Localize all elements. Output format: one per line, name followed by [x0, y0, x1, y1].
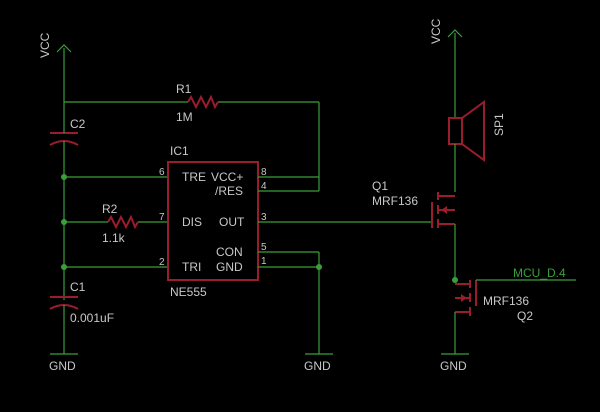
pin-number-5: 5 — [261, 242, 267, 253]
pin-number-7: 7 — [159, 212, 165, 223]
r1-value: 1M — [176, 110, 193, 124]
pin-number-2: 2 — [159, 257, 165, 268]
q2-part: MRF136 — [483, 294, 529, 308]
q1-name: Q1 — [372, 179, 388, 193]
pin-number-3: 3 — [261, 212, 267, 223]
pin-tre-label: TRE — [182, 170, 206, 184]
capacitor-c1: C1 0.001uF — [49, 280, 114, 325]
r2-name: R2 — [102, 202, 118, 216]
capacitor-c2: C2 — [49, 117, 86, 146]
sp1-name: SP1 — [492, 113, 506, 136]
ic1-part: NE555 — [170, 285, 207, 299]
pin-res-label: /RES — [215, 184, 243, 198]
vcc-left-label: VCC — [38, 32, 52, 58]
speaker-sp1: SP1 — [448, 100, 506, 162]
r2-value: 1.1k — [102, 231, 126, 245]
q1-part: MRF136 — [372, 194, 418, 208]
ic1-name: IC1 — [170, 144, 189, 158]
r1-name: R1 — [176, 82, 192, 96]
pin-number-4: 4 — [261, 181, 267, 192]
gnd-left-symbol: GND — [49, 353, 78, 373]
mcu-net-label: MCU_D.4 — [513, 266, 566, 280]
vcc-right-label: VCC — [429, 18, 443, 44]
q2-name: Q2 — [517, 309, 533, 323]
gnd-right-symbol: GND — [440, 353, 469, 373]
resistor-r1: R1 1M — [176, 82, 219, 124]
c2-name: C2 — [70, 117, 86, 131]
pin-gnd-label: GND — [216, 260, 243, 274]
pin-number-8: 8 — [261, 167, 267, 178]
junction-dot — [452, 277, 458, 283]
mosfet-q2: MRF136 Q2 — [455, 280, 533, 323]
pin-number-1: 1 — [261, 256, 267, 267]
resistor-r2: R2 1.1k — [102, 202, 139, 245]
pin-vcc-label: VCC+ — [211, 170, 243, 184]
pin-number-6: 6 — [159, 167, 165, 178]
ic1-ne555: IC1 NE555 TRE VCC+ /RES DIS OUT CON TRI … — [159, 144, 267, 299]
pin-out-label: OUT — [219, 215, 245, 229]
vcc-left-symbol: VCC — [38, 32, 72, 117]
junction-dot — [316, 264, 322, 270]
mosfet-q1: Q1 MRF136 — [372, 179, 455, 228]
c1-name: C1 — [70, 280, 86, 294]
gnd-left-label: GND — [49, 359, 76, 373]
pin-dis-label: DIS — [182, 215, 202, 229]
gnd-right-label: GND — [440, 359, 467, 373]
pin-tri-label: TRI — [182, 260, 201, 274]
gnd-mid-symbol: GND — [304, 353, 333, 373]
pin-con-label: CON — [216, 245, 243, 259]
c1-value: 0.001uF — [70, 311, 114, 325]
gnd-mid-label: GND — [304, 359, 331, 373]
vcc-right-symbol: VCC — [429, 18, 463, 118]
